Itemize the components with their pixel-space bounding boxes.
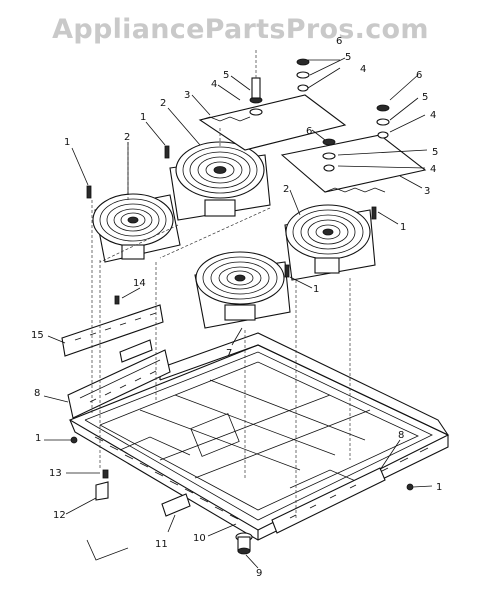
- cooktop-frame: [68, 332, 450, 541]
- callout-12: 12: [53, 510, 66, 521]
- callout-7: 7: [226, 348, 232, 359]
- clip: [95, 481, 109, 501]
- callout-10: 10: [193, 533, 206, 544]
- callout-5-mid: 5: [432, 147, 438, 158]
- bracket: [61, 304, 164, 357]
- alignment-lines: [91, 50, 351, 520]
- callout-1-lower-right: 1: [436, 482, 442, 493]
- callout-1-lower-left: 1: [35, 433, 41, 444]
- burner-rear-left: [169, 141, 271, 221]
- callout-1-top-left: 1: [64, 137, 70, 148]
- callout-9: 9: [256, 568, 262, 579]
- leveling-foot: [235, 532, 253, 555]
- callout-3-left: 3: [184, 90, 190, 101]
- insulation-pad-left: [198, 94, 347, 151]
- leader-lines: [43, 57, 433, 569]
- spacer-stack-mid: [322, 138, 336, 172]
- callout-labels: 1 2 1 2 3 4 5 6 5 4 6 5 4 6 5 4 3 2 1 1 …: [31, 36, 442, 579]
- burner-rear-right: [284, 204, 376, 281]
- side-rail-left: [67, 349, 171, 419]
- spacer-stack-left: [249, 77, 263, 116]
- spacer-stack-right: [376, 104, 390, 139]
- callout-6-top: 6: [336, 36, 342, 47]
- callout-4-mid: 4: [430, 164, 436, 175]
- insulation-pad-right: [280, 134, 427, 193]
- callout-5-left: 5: [223, 70, 229, 81]
- label-plate: [161, 493, 191, 517]
- burner-front-left: [92, 193, 181, 263]
- callout-15: 15: [31, 330, 44, 341]
- callout-6-right: 6: [416, 70, 422, 81]
- small-screw: [114, 295, 120, 305]
- callout-3-right: 3: [424, 186, 430, 197]
- front-rail: [271, 467, 386, 534]
- callout-2-right: 2: [283, 184, 289, 195]
- callout-4-left: 4: [211, 79, 217, 90]
- burner-front-right: [194, 251, 291, 329]
- watermark: AppliancePartsPros.com: [52, 14, 429, 45]
- callout-8-right: 8: [398, 430, 404, 441]
- mounting-clip: [119, 339, 153, 363]
- callout-1-upper: 1: [140, 112, 146, 123]
- callout-1-mid: 1: [313, 284, 319, 295]
- callout-1-right: 1: [400, 222, 406, 233]
- spacer-stack-top: [296, 58, 310, 92]
- callout-14: 14: [133, 278, 146, 289]
- callout-2-upper: 2: [160, 98, 166, 109]
- callout-13: 13: [49, 468, 62, 479]
- callout-4-right: 4: [430, 110, 436, 121]
- callout-6-mid: 6: [306, 126, 312, 137]
- callout-8-left: 8: [34, 388, 40, 399]
- callout-2-left: 2: [124, 132, 130, 143]
- screws: [70, 145, 414, 491]
- callout-11: 11: [155, 539, 168, 550]
- callout-4-top: 4: [360, 64, 366, 75]
- callout-5-top: 5: [345, 52, 351, 63]
- callout-5-right: 5: [422, 92, 428, 103]
